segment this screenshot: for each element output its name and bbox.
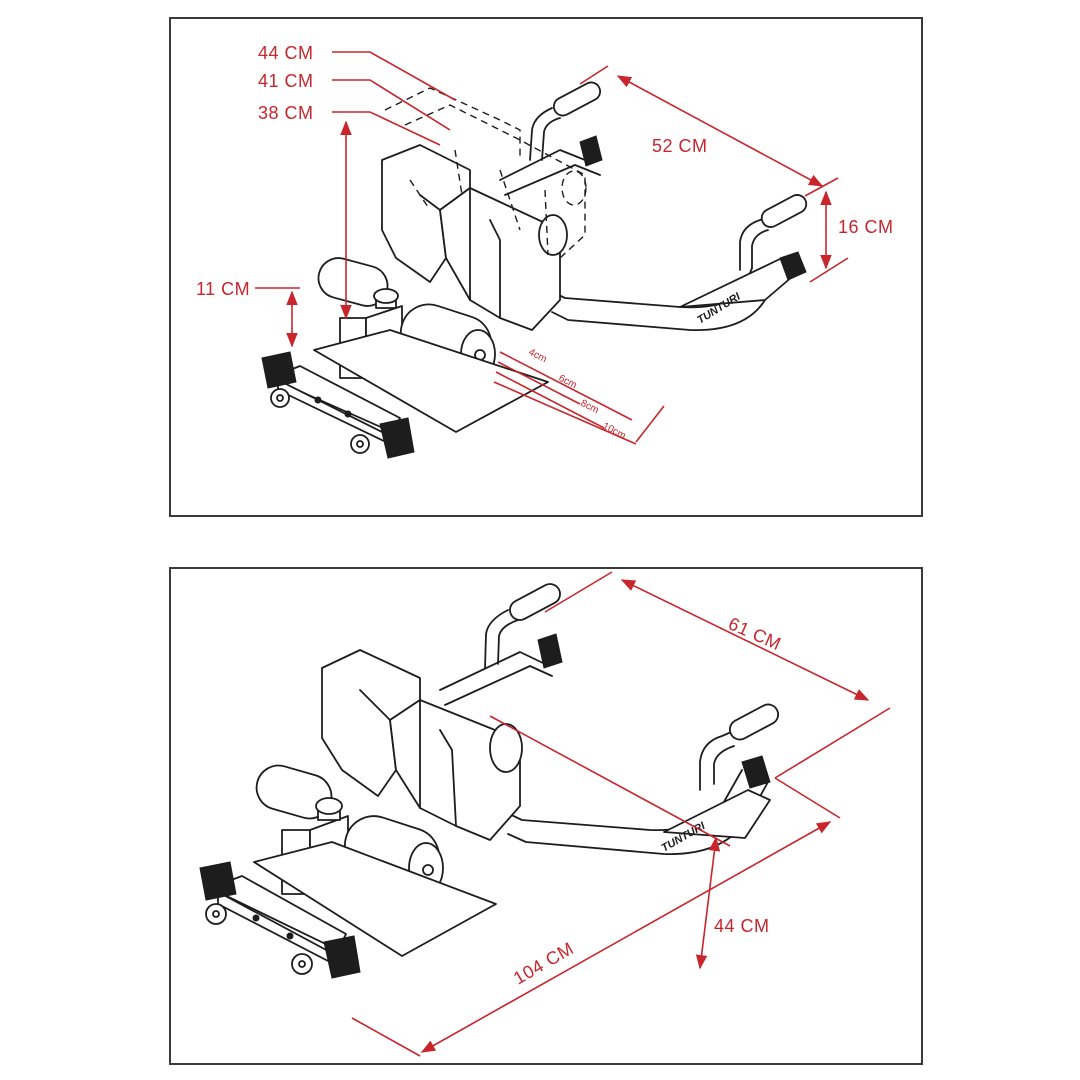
bottom-dimension-lines	[351, 571, 891, 1057]
handle-width-label: 52 CM	[652, 136, 708, 156]
seat-height-44-label: 44 CM	[258, 43, 314, 63]
overall-length-label: 104 CM	[510, 938, 577, 988]
roller-offset-8-label: 8cm	[579, 398, 601, 416]
overall-height-label: 44 CM	[714, 916, 770, 936]
seat-height-41-label: 41 CM	[258, 71, 314, 91]
foot-height-label: 11 CM	[196, 279, 250, 299]
roller-offset-6-label: 6cm	[557, 373, 579, 391]
top-bench-illustration: TUNTURI	[261, 81, 808, 459]
roller-offset-10-label: 10cm	[601, 421, 628, 442]
overall-width-label: 61 CM	[725, 613, 784, 654]
seat-height-38-label: 38 CM	[258, 103, 314, 123]
bottom-bench-illustration: TUNTURI	[199, 583, 780, 979]
roller-offset-4-label: 4cm	[527, 347, 549, 365]
handle-height-label: 16 CM	[838, 217, 894, 237]
top-dimension-lines	[255, 51, 849, 445]
